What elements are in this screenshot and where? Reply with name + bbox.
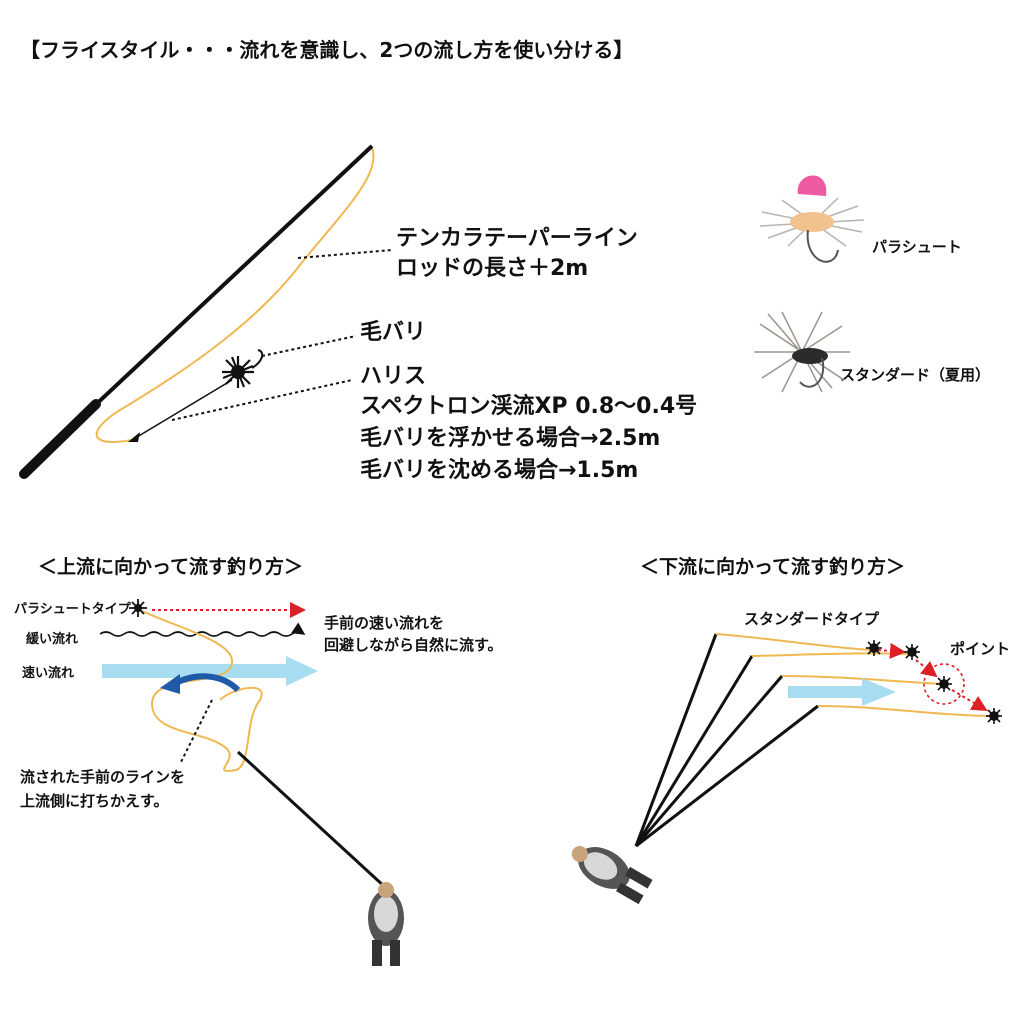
upstream-heading: ＜上流に向かって流す釣り方＞ [38,556,304,578]
tippet-spec: スペクトロン渓流XP 0.8〜0.4号 [360,394,698,419]
downstream-fly-type: スタンダードタイプ [744,610,880,628]
downstream-fly-icon-2 [904,644,920,660]
downstream-line-3 [781,675,943,685]
downstream-heading: ＜下流に向かって流す釣り方＞ [640,556,906,578]
downstream-fly-icon-3 [936,676,952,692]
downstream-line-4 [817,705,995,717]
upstream-note-line1: 手前の速い流れを [324,614,445,632]
downstream-fly-icon-4 [986,708,1002,724]
point-label: ポイント [950,640,1011,658]
mend-arrowhead [160,674,180,694]
upstream-fly-icon [129,599,147,617]
downstream-red-arrow-2 [915,659,938,678]
downstream-rod-3 [634,675,784,847]
line-label: テンカラテーパーライン [396,226,638,251]
upstream-angler-icon [368,882,404,966]
upstream-rod [236,750,388,890]
fast-current-bar [102,664,286,678]
upstream-note-line2: 回避しながら自然に流す。 [324,636,503,654]
tippet-leader [171,379,353,421]
fly-label: 毛バリ [360,320,427,345]
parachute-fly-icon [759,175,865,263]
slow-current-line [99,622,306,637]
downstream-red-arrow-3 [951,689,988,712]
downstream-rod-4 [635,704,819,848]
fly-icon [222,349,264,388]
fly-leader [261,335,357,357]
line-leader [297,249,393,259]
downstream-rod-2 [634,655,754,847]
rod-grip [19,399,101,479]
standard-fly-icon [754,311,850,393]
tenkara-rod [88,144,374,412]
fast-current-arrowhead [286,656,318,686]
downstream-current-bar [788,686,862,698]
downstream-rod-1 [634,633,718,847]
page-title: 【フライスタイル・・・流れを意識し、2つの流し方を使い分ける】 [20,38,634,62]
downstream-angler-icon [571,846,653,905]
tenkara-line [95,147,375,443]
upstream-fly-line [139,609,263,772]
downstream-line-2 [751,652,913,657]
mend-note-line2: 上流側に打ちかえす。 [20,792,169,810]
downstream-diagram [571,633,1002,905]
line-spec: ロッドの長さ＋2m [396,256,589,281]
slow-current-label: 緩い流れ [26,632,79,647]
standard-fly-name: スタンダード（夏用） [840,366,991,384]
fast-current-label: 速い流れ [22,666,75,681]
tippet-line [131,379,233,441]
downstream-red-arrow-1 [877,642,906,659]
tippet-end-arrow [128,432,140,442]
sink-length: 毛バリを沈める場合→1.5m [360,458,639,483]
tippet-label: ハリス [360,364,427,389]
downstream-current-arrowhead [862,678,896,706]
parachute-fly-name: パラシュート [872,238,962,256]
downstream-fly-icon-1 [866,640,882,656]
mend-note-line1: 流された手前のラインを [20,768,186,786]
tackle-diagram [19,144,393,479]
float-length: 毛バリを浮かせる場合→2.5m [360,426,661,451]
point-circle [923,663,965,705]
upstream-fly-type: パラシュートタイプ [14,602,131,617]
downstream-line-1 [715,633,873,651]
mend-arrow [172,673,241,693]
upstream-diagram [99,599,404,966]
